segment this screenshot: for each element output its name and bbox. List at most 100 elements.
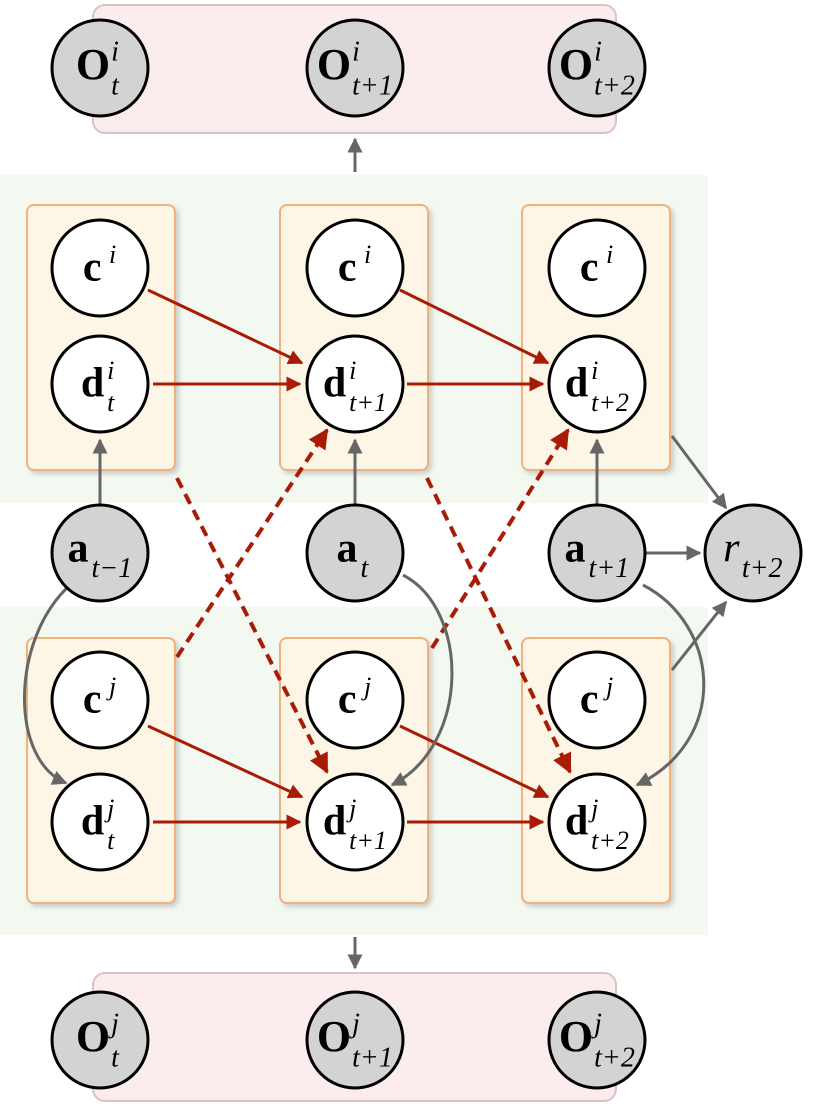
edge-slot-i-t-to-dj-t1	[175, 477, 329, 774]
obs-j-t1-subscript: t+1	[352, 1043, 393, 1074]
context-j-t1-superscript: j	[361, 672, 371, 701]
obs-j-t-circle	[50, 990, 150, 1090]
action-t-label: a	[67, 526, 88, 572]
dynamics-j-t1-subscript: t+1	[349, 826, 387, 855]
obs-j-t1-label: O	[317, 1012, 351, 1061]
edge-ci-t-to-di-t1	[147, 288, 304, 365]
action-t1-circle	[305, 503, 405, 603]
dynamics-i-t1-label: d	[323, 361, 346, 407]
dynamics-i-t-superscript: i	[107, 356, 114, 385]
context-i-t1-label: c	[338, 245, 357, 291]
edge-slot-j-t-to-di-t1	[175, 428, 329, 659]
action-t2-label: a	[564, 526, 585, 572]
action-t1-subscript: t	[361, 553, 370, 584]
obs-i-t1-superscript: i	[352, 37, 360, 68]
edge-a-t1-to-dj-t2	[635, 583, 706, 787]
obs-j-t2-circle	[547, 990, 647, 1090]
dynamics-i-t-label: d	[81, 361, 104, 407]
edge-a-t-1-to-dj-t	[23, 583, 72, 785]
obs-j-t1-circle	[305, 990, 405, 1090]
edge-ci-t1-to-di-t2	[399, 288, 550, 365]
dynamics-j-t2-circle	[547, 772, 647, 872]
context-i-t2-superscript: i	[606, 240, 613, 269]
context-i-t1-superscript: i	[364, 240, 371, 269]
action-t-subscript: t−1	[92, 553, 133, 584]
dynamics-j-t-superscript: j	[104, 794, 114, 823]
edge-slot-j-t1-to-di-t2	[430, 428, 570, 650]
dynamics-i-t1-superscript: i	[349, 356, 356, 385]
dynamics-j-t1-label: d	[323, 799, 346, 845]
dynamics-j-t-label: d	[81, 799, 104, 845]
obs-j-t2-label: O	[559, 1012, 593, 1061]
action-t1-label: a	[336, 526, 357, 572]
action-t2-circle	[547, 503, 647, 603]
context-i-t2-circle	[547, 218, 647, 318]
edge-slot-i-t1-to-dj-t2	[425, 477, 572, 774]
context-i-t-superscript: i	[109, 240, 116, 269]
dynamics-i-t2-subscript: t+2	[591, 388, 629, 417]
dynamics-j-t2-label: d	[565, 799, 588, 845]
obs-i-t2-subscript: t+2	[594, 71, 635, 102]
obs-i-t-circle	[50, 18, 150, 118]
context-j-t-superscript: j	[106, 672, 116, 701]
dynamics-j-t-subscript: t	[107, 826, 115, 855]
obs-i-t-label: O	[76, 40, 110, 89]
obs-i-t1-circle	[305, 18, 405, 118]
edge-a-t-to-dj-t1	[390, 573, 454, 787]
obs-i-t2-label: O	[559, 40, 593, 89]
obs-i-t2-superscript: i	[594, 37, 602, 68]
obs-i-t-superscript: i	[111, 37, 119, 68]
dynamics-i-t1-circle	[305, 334, 405, 434]
context-j-t1-circle	[305, 650, 405, 750]
obs-j-t-subscript: t	[111, 1043, 120, 1074]
obs-i-t-subscript: t	[111, 71, 120, 102]
edge-slot-j-t2-to-r	[670, 600, 728, 671]
obs-j-t-label: O	[76, 1012, 110, 1061]
obs-i-t1-label: O	[317, 40, 351, 89]
dynamics-i-t1-subscript: t+1	[349, 388, 387, 417]
dynamics-j-t2-subscript: t+2	[591, 826, 629, 855]
edges	[23, 137, 728, 970]
context-j-t2-label: c	[580, 677, 599, 723]
dynamics-i-t2-superscript: i	[591, 356, 598, 385]
context-j-t-circle	[50, 650, 150, 750]
obs-j-t1-superscript: j	[349, 1009, 360, 1040]
reward-t2-label: r	[723, 526, 740, 572]
obs-j-t-superscript: j	[108, 1009, 119, 1040]
dynamics-i-t2-label: d	[565, 361, 588, 407]
context-j-t2-circle	[547, 650, 647, 750]
obs-j-t2-superscript: j	[591, 1009, 602, 1040]
context-i-t-label: c	[83, 245, 102, 291]
dynamics-j-t-circle	[50, 772, 150, 872]
edge-slot-i-t2-to-r	[670, 435, 728, 510]
context-i-t-circle	[50, 218, 150, 318]
edge-cj-t-to-dj-t1	[147, 724, 304, 799]
reward-t2-subscript: t+2	[742, 553, 783, 584]
context-i-t2-label: c	[580, 245, 599, 291]
obs-j-t2-subscript: t+2	[594, 1043, 635, 1074]
dynamics-i-t-subscript: t	[107, 388, 115, 417]
dynamics-j-t2-superscript: j	[588, 794, 598, 823]
